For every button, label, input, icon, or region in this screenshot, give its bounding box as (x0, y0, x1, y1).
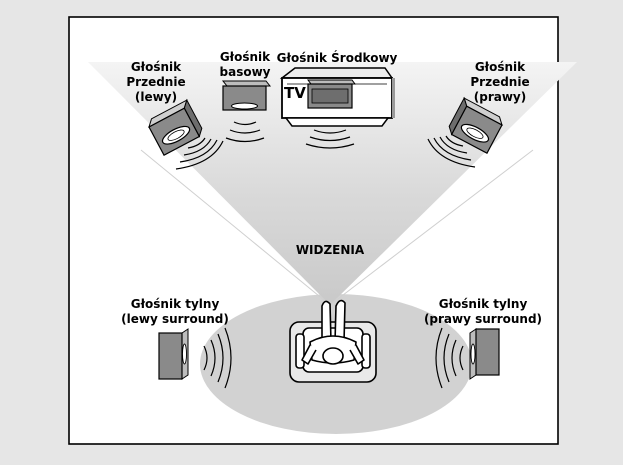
sound-waves (175, 121, 476, 389)
rear-left-speaker-label: Głośnik tylny (lewy surround) (121, 297, 229, 326)
front-right-speaker-label: Głośnik Przednie (prawy) (470, 60, 530, 104)
tv-with-center-speaker (279, 67, 395, 127)
rear-left-speaker (158, 328, 189, 380)
front-right-speaker (448, 96, 503, 155)
front-left-speaker (148, 98, 203, 157)
front-left-speaker-label: Głośnik Przednie (lewy) (126, 60, 186, 104)
subwoofer-label: Głośnik basowy (219, 50, 271, 79)
rear-right-speaker (469, 328, 500, 380)
rear-right-speaker-label: Głośnik tylny (prawy surround) (423, 297, 543, 326)
subwoofer (221, 80, 272, 111)
listener-on-sofa (289, 299, 377, 383)
viewing-area-label: WIDZENIA (295, 243, 365, 257)
center-speaker-label: Głośnik Środkowy (276, 51, 398, 65)
tv-label: TV (284, 84, 306, 102)
